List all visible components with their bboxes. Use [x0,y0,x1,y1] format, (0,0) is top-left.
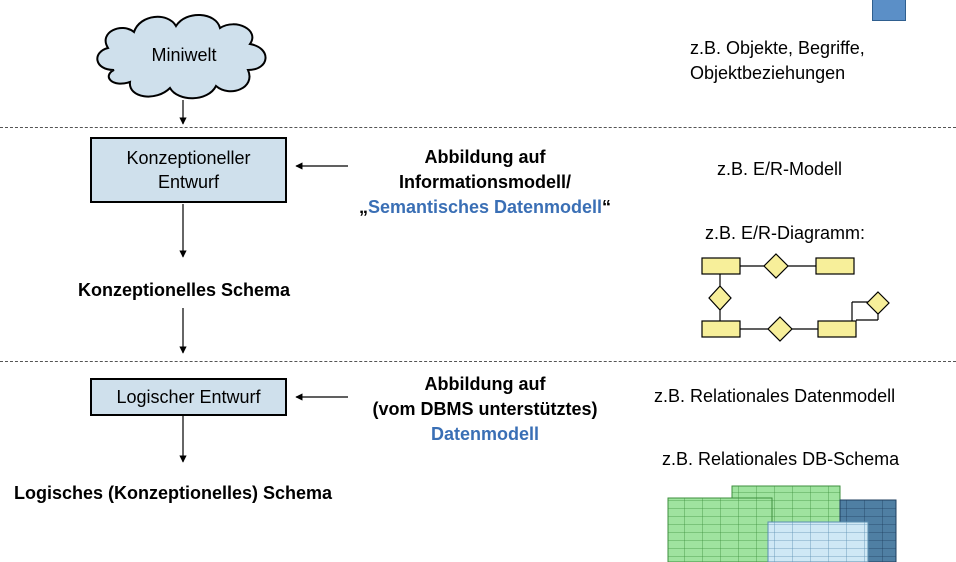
table-green-front [667,497,773,562]
logical-design-box: Logischer Entwurf [90,378,287,416]
er-relationship-4 [866,291,890,315]
conceptual-mapping-line-3: „Semantisches Datenmodell“ [300,195,670,220]
er-diagram-example: z.B. E/R-Diagramm: [705,223,866,243]
separator-middle [0,361,956,362]
corner-square-icon [872,0,906,21]
miniwelt-examples: z.B. Objekte, Begriffe, Objektbeziehunge… [690,36,930,86]
er-diagram-illustration [701,253,890,342]
separator-top [0,127,956,128]
conceptual-schema-label: Konzeptionelles Schema [78,280,291,300]
er-entity-2 [815,257,855,275]
er-relationship-3 [767,316,793,342]
conceptual-box-line-2: Entwurf [157,172,220,192]
relational-schema-example: z.B. Relationales DB-Schema [662,449,900,469]
miniwelt-label: Miniwelt [151,45,217,65]
conceptual-design-box: Konzeptioneller Entwurf [90,137,287,203]
er-model-example: z.B. E/R-Modell [717,159,843,179]
relational-model-example: z.B. Relationales Datenmodell [654,386,896,406]
miniwelt-example-line-2: Objektbeziehungen [690,63,846,83]
logical-mapping-line-1: Abbildung auf [424,374,546,394]
conceptual-mapping-line-2: Informationsmodell/ [398,172,571,192]
miniwelt-example-line-1: z.B. Objekte, Begriffe, [690,38,865,58]
er-entity-1 [701,257,741,275]
conceptual-mapping-text: Abbildung auf Informationsmodell/ „Seman… [300,145,670,220]
er-entity-3 [701,320,741,338]
logical-mapping-text: Abbildung auf (vom DBMS unterstütztes) D… [300,372,670,447]
er-relationship-2 [708,285,732,311]
quote-close: “ [602,197,612,217]
datamodel-highlight: Datenmodell [430,424,540,444]
er-entity-4 [817,320,857,338]
semantic-datamodel-highlight: Semantisches Datenmodell [367,197,603,217]
er-relationship-1 [763,253,789,279]
conceptual-mapping-line-1: Abbildung auf [424,147,546,167]
quote-open: „ [358,197,368,217]
logical-schema-label: Logisches (Konzeptionelles) Schema [14,483,333,503]
table-light-blue [767,521,869,562]
relational-tables-illustration [667,485,897,562]
conceptual-box-line-1: Konzeptioneller [126,148,251,168]
cloud-icon [96,13,267,100]
logical-mapping-line-2: (vom DBMS unterstütztes) [372,399,598,419]
